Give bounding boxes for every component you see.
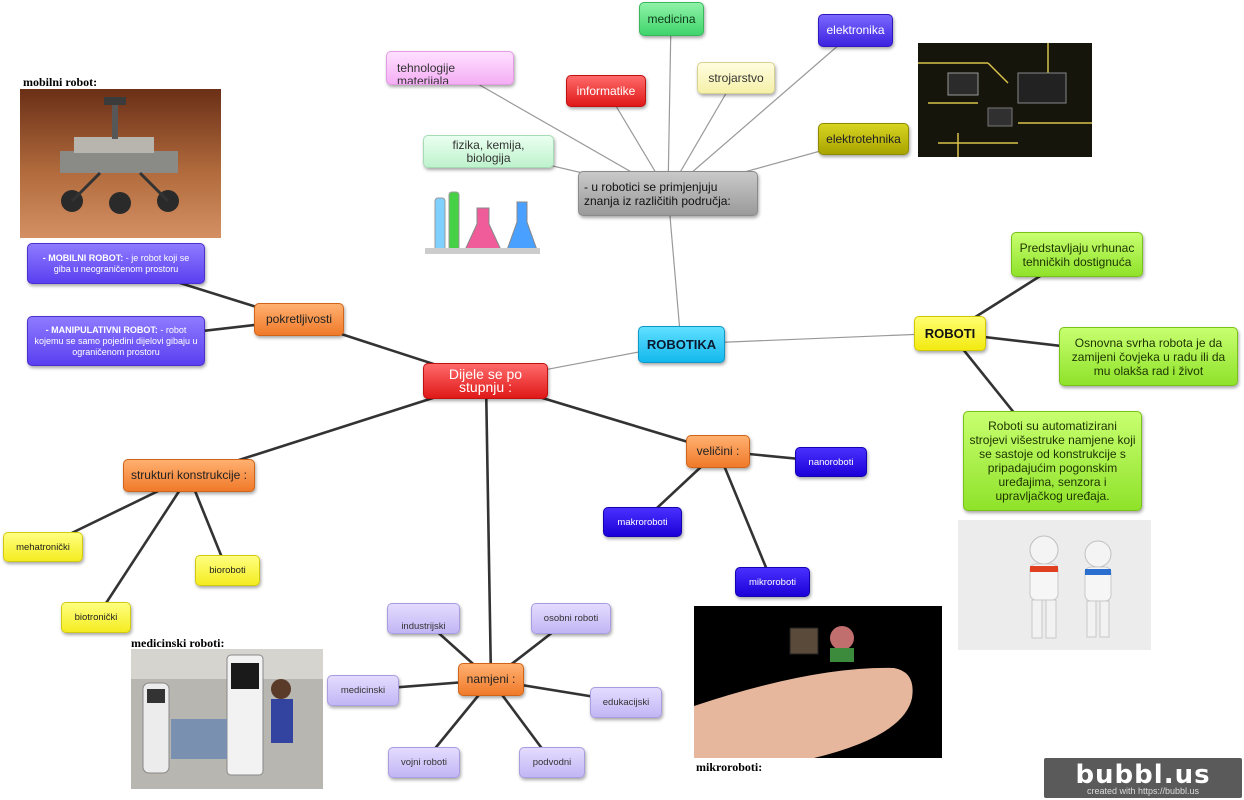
humanoid-robots-image	[958, 520, 1151, 650]
medical-robots-caption: medicinski roboti:	[131, 636, 225, 650]
strukturi-konstrukcije-node[interactable]: strukturi konstrukcije :	[123, 459, 255, 492]
roboti-item-3[interactable]: Roboti su automatizirani strojevi višest…	[963, 411, 1142, 511]
osobni-roboti-node[interactable]: osobni roboti	[531, 603, 611, 634]
pokretljivosti-node[interactable]: pokretljivosti	[254, 303, 344, 336]
medical-robots-image	[131, 649, 323, 789]
medicina-node[interactable]: medicina	[639, 2, 704, 36]
mehatronicki-node[interactable]: mehatronički	[3, 532, 83, 562]
mobilni-robot-node[interactable]: - MOBILNI ROBOT: - je robot koji se giba…	[27, 243, 205, 284]
elektronika-node[interactable]: elektronika	[818, 14, 893, 47]
vojni-roboti-node[interactable]: vojni roboti	[388, 747, 460, 778]
fizika-kemija-biologija-node[interactable]: fizika, kemija, biologija	[423, 135, 554, 168]
strojarstvo-node[interactable]: strojarstvo	[697, 62, 775, 94]
podvodni-node[interactable]: podvodni	[519, 747, 585, 778]
roboti-item-1[interactable]: Predstavljaju vrhunac tehničkih dostignu…	[1011, 232, 1143, 277]
nanoroboti-node[interactable]: nanoroboti	[795, 447, 867, 477]
mobile-robot-caption: mobilni robot:	[23, 75, 98, 89]
areas-intro-node[interactable]: - u robotici se primjenjuju znanja iz ra…	[578, 171, 758, 216]
bubbl-logo-text: bubbl.us	[1075, 760, 1211, 790]
manipulativni-robot-text: - robot kojemu se samo pojedini dijelovi…	[34, 324, 198, 357]
informatike-node[interactable]: informatike	[566, 75, 646, 107]
edukacijski-node[interactable]: edukacijski	[590, 687, 662, 718]
mikroroboti-node[interactable]: mikroroboti	[735, 567, 810, 597]
velicini-node[interactable]: veličini :	[686, 435, 750, 468]
mobile-robot-image	[20, 89, 221, 238]
robotika-center-node[interactable]: ROBOTIKA	[638, 326, 725, 363]
roboti-node[interactable]: ROBOTI	[914, 316, 986, 351]
namjeni-node[interactable]: namjeni :	[458, 663, 524, 696]
bioroboti-node[interactable]: bioroboti	[195, 555, 260, 586]
makroroboti-node[interactable]: makroroboti	[603, 507, 682, 537]
microrobots-caption: mikroroboti:	[696, 760, 763, 774]
dijele-node[interactable]: Dijele se po stupnju :	[423, 363, 548, 399]
mobilni-robot-bold: - MOBILNI ROBOT:	[42, 252, 124, 263]
tehnologije-materijala-node[interactable]: tehnologije materijala	[386, 51, 514, 85]
biotronicki-node[interactable]: biotronički	[61, 602, 131, 633]
microrobots-image	[694, 606, 942, 758]
elektrotehnika-node[interactable]: elektrotehnika	[818, 123, 909, 155]
roboti-item-2[interactable]: Osnovna svrha robota je da zamijeni čovj…	[1059, 327, 1238, 386]
bubbl-logo-subtext: created with https://bubbl.us	[1086, 786, 1200, 796]
circuit-board-image	[918, 43, 1092, 157]
mobilni-robot-text: - je robot koji se giba u neograničenom …	[53, 252, 190, 274]
manipulativni-robot-bold: - MANIPULATIVNI ROBOT:	[45, 324, 158, 335]
manipulativni-robot-node[interactable]: - MANIPULATIVNI ROBOT: - robot kojemu se…	[27, 316, 205, 366]
chemistry-flasks-image	[425, 178, 540, 254]
bubbl-logo[interactable]: bubbl.us created with https://bubbl.us	[1044, 758, 1242, 798]
medicinski-node[interactable]: medicinski	[327, 675, 399, 706]
industrijski-node[interactable]: industrijski	[387, 603, 460, 634]
